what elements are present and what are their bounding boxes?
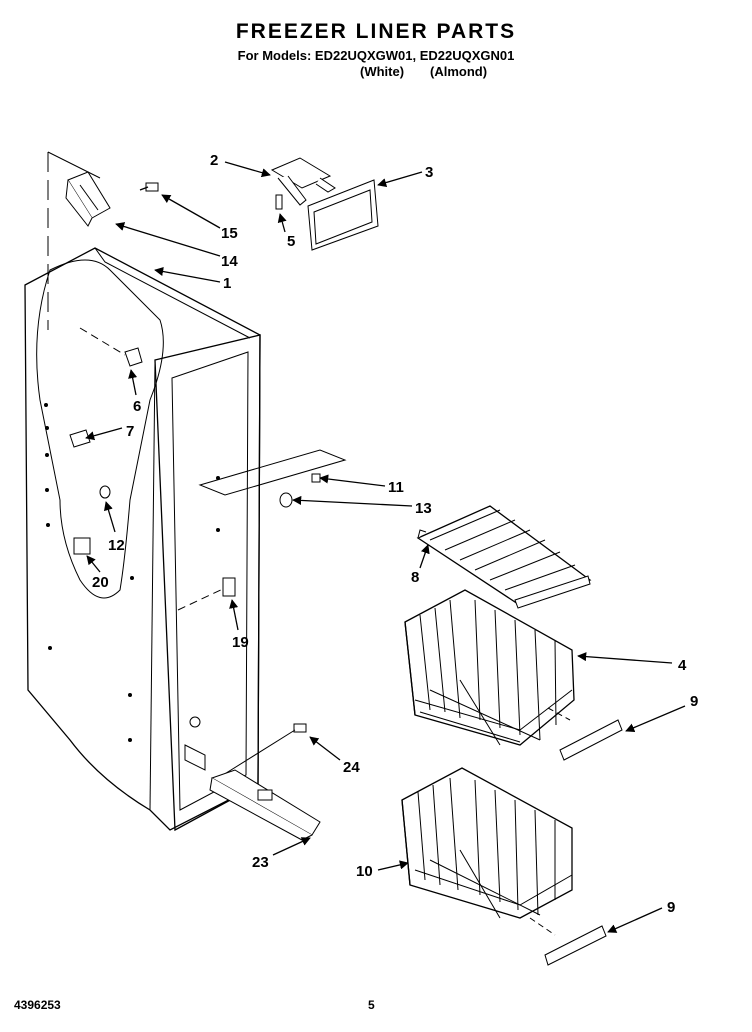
- document-number: 4396253: [14, 998, 61, 1012]
- part-13: [279, 492, 293, 508]
- part-11: [311, 473, 321, 483]
- color-white-label: (White): [360, 64, 405, 79]
- callout-12: 12: [108, 537, 125, 554]
- part-2-hinge: [270, 157, 336, 206]
- callout-1: 1: [223, 275, 231, 292]
- callout-9-top: 9: [690, 693, 698, 710]
- part-10-basket: [401, 767, 573, 919]
- callout-15: 15: [221, 225, 238, 242]
- part-19: [222, 577, 236, 597]
- part-15-screw: [139, 182, 159, 192]
- callout-7: 7: [126, 423, 134, 440]
- callout-24: 24: [343, 759, 360, 776]
- part-23-rail: [209, 769, 321, 841]
- page-number: 5: [368, 998, 375, 1012]
- part-24-screw: [293, 723, 307, 733]
- callout-8: 8: [411, 569, 419, 586]
- callout-3: 3: [425, 164, 433, 181]
- part-8-shelf: [416, 505, 592, 609]
- callout-2: 2: [210, 152, 218, 169]
- callout-9-bottom: 9: [667, 899, 675, 916]
- callout-4: 4: [678, 657, 687, 674]
- part-20: [73, 537, 91, 555]
- part-5-screw: [275, 194, 283, 210]
- part-12: [99, 485, 111, 499]
- callout-6: 6: [133, 398, 141, 415]
- part-7: [69, 429, 91, 448]
- callout-14: 14: [221, 253, 238, 270]
- callout-19: 19: [232, 634, 249, 651]
- page-title: FREEZER LINER PARTS: [235, 20, 517, 43]
- models-line: For Models: ED22UQXGW01, ED22UQXGN01: [237, 48, 515, 63]
- callout-10: 10: [356, 863, 373, 880]
- callout-13: 13: [415, 500, 432, 517]
- part-3-cover: [307, 179, 379, 251]
- freezer-liner: [24, 151, 261, 832]
- color-almond-label: (Almond): [430, 64, 488, 79]
- part-14-bracket: [65, 171, 111, 227]
- callout-20: 20: [92, 574, 109, 591]
- part-9-handle-top: [559, 719, 623, 761]
- callout-5: 5: [287, 233, 295, 250]
- part-4-basket: [404, 589, 575, 746]
- callout-23: 23: [252, 854, 269, 871]
- part-9-handle-bottom: [544, 925, 607, 966]
- callout-11: 11: [388, 479, 404, 496]
- leader-lines: [85, 161, 686, 933]
- control-plate: [198, 449, 347, 496]
- part-6: [124, 347, 143, 367]
